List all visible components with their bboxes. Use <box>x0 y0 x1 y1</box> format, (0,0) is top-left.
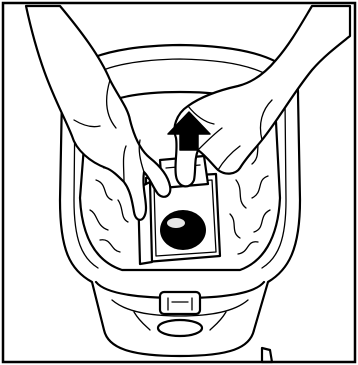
bag-opening <box>160 210 206 250</box>
latch-slot <box>160 292 200 314</box>
release-button <box>158 320 202 336</box>
